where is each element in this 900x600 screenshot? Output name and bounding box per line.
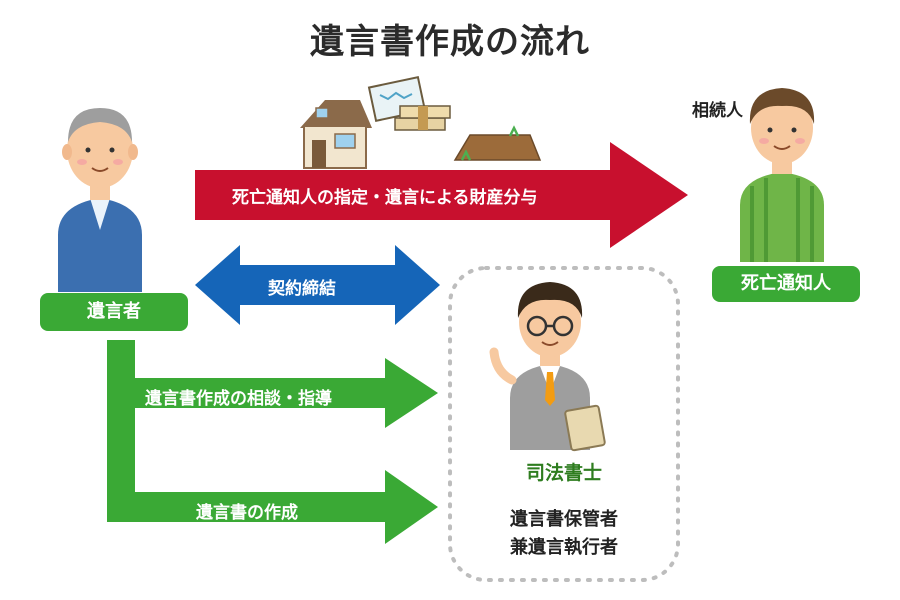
bequest-arrow-label: 死亡通知人の指定・遺言による財産分与 — [232, 188, 538, 208]
create-arrow-label: 遺言書の作成 — [196, 503, 298, 523]
consult-arrow — [107, 358, 438, 428]
scrivener-dashed-box — [448, 266, 680, 582]
scrivener-role-line1: 遺言書保管者 — [510, 509, 618, 530]
testator-illustration — [58, 108, 142, 292]
scrivener-illustration — [489, 282, 606, 452]
money-bundle-icon — [394, 105, 451, 131]
testator-label: 遺言者 — [40, 293, 188, 331]
land-plot-icon — [453, 125, 542, 161]
green-vertical-stem — [107, 340, 135, 522]
create-arrow — [107, 470, 438, 544]
heir-caption: 相続人 — [692, 101, 743, 121]
page-title: 遺言書作成の流れ — [310, 22, 590, 62]
house-icon — [300, 100, 372, 169]
heir-illustration — [740, 88, 824, 262]
scrivener-label: 司法書士 — [525, 462, 602, 484]
contract-arrow — [195, 245, 440, 325]
contract-arrow-label: 契約締結 — [268, 279, 336, 299]
heir-label: 死亡通知人 — [712, 266, 860, 302]
scrivener-role-line2: 兼遺言執行者 — [510, 537, 618, 558]
consult-arrow-label: 遺言書作成の相談・指導 — [145, 389, 332, 409]
bequest-arrow — [195, 142, 688, 248]
